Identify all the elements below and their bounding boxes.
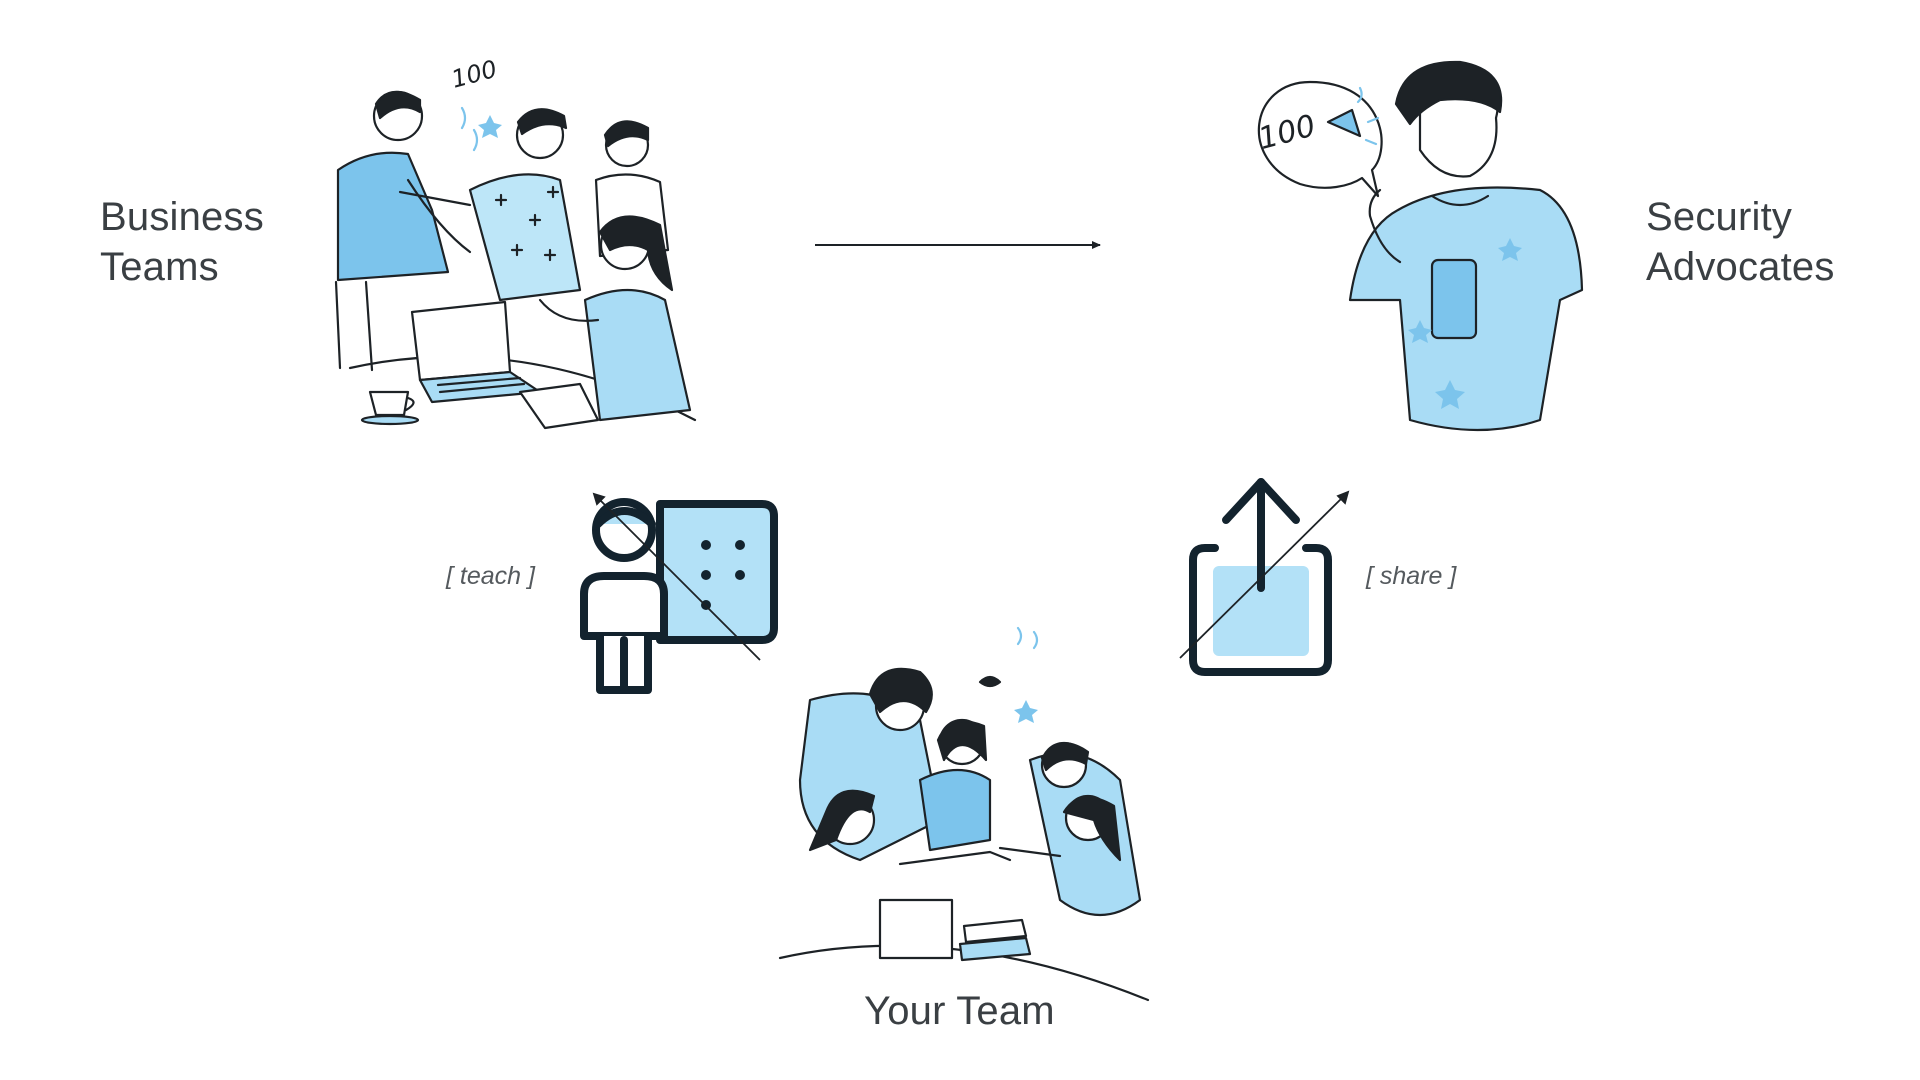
business-teams-100-emoji: 100	[448, 55, 499, 94]
share-edge-label: [ share ]	[1366, 562, 1457, 590]
teach-arrow	[592, 492, 761, 661]
teach-edge-label: [ teach ]	[446, 562, 535, 590]
business-teams-illustration	[334, 90, 697, 430]
security-advocates-illustration	[1257, 60, 1584, 432]
business-teams-label: Business Teams	[100, 192, 264, 292]
security-advocates-label-line2: Advocates	[1646, 245, 1835, 289]
business-teams-label-line1: Business	[100, 195, 264, 239]
your-team-illustration	[778, 626, 1150, 1002]
share-icon	[1189, 478, 1332, 676]
your-team-label-text: Your Team	[864, 989, 1055, 1033]
security-advocates-label: Security Advocates	[1646, 192, 1835, 292]
your-team-label: Your Team	[864, 986, 1055, 1036]
teach-icon	[580, 498, 778, 694]
share-arrow	[1179, 490, 1350, 659]
business-teams-label-line2: Teams	[100, 245, 219, 289]
security-advocates-label-line1: Security	[1646, 195, 1793, 239]
